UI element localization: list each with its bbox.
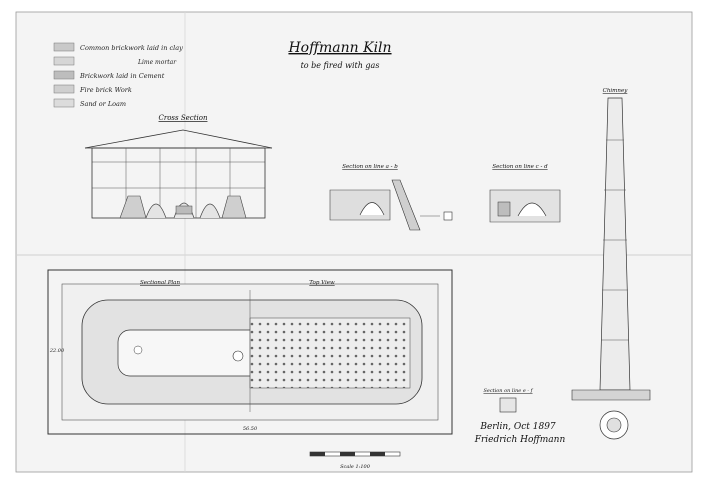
legend-swatch: [53, 42, 75, 52]
kiln-arch-left: [145, 203, 167, 219]
legend-label: Lime mortar: [137, 59, 177, 66]
legend-label: Fire brick Work: [79, 86, 132, 94]
flue-opening: [232, 350, 244, 362]
legend-label: Common brickwork laid in clay: [80, 44, 183, 52]
roof-outline: [84, 129, 273, 149]
legend-item: Fire brick Work: [53, 84, 132, 94]
small-section-view: Section on line e - f: [483, 388, 534, 413]
drawing-title: Hoffmann Kiln: [287, 40, 391, 56]
flue-opening: [133, 345, 143, 355]
legend-label: Brickwork laid in Cement: [79, 72, 165, 80]
legend-item: Common brickwork laid in clay: [53, 42, 183, 52]
legend-item: Sand or Loam: [53, 98, 126, 108]
flue: [175, 205, 193, 215]
sectional-plan-label: Sectional Plan: [140, 280, 180, 286]
drawing-subtitle: to be fired with gas: [301, 61, 380, 70]
scale-label: Scale 1:100: [340, 464, 371, 470]
plan-width-dimension: 56.50: [243, 426, 258, 432]
legend-swatch: [53, 70, 75, 80]
section-cd-arch: [517, 202, 547, 217]
small-section-label: Section on line e - f: [483, 388, 533, 394]
plan-view: Sectional Plan Top View 56.50 22.00: [47, 269, 453, 435]
chimney-base: [571, 389, 651, 401]
scale-bar-segment: [310, 452, 325, 456]
cross-section-view: Cross Section: [84, 114, 273, 219]
plan-height-dimension: 22.00: [49, 348, 65, 354]
legend: Common brickwork laid in clay Lime morta…: [53, 42, 183, 108]
section-ab-ramp: [391, 179, 421, 231]
section-ab-view: Section on line a - b: [329, 164, 453, 231]
section-ab-body: [329, 189, 391, 221]
chimney-view: Chimney: [571, 88, 651, 440]
top-view-label: Top View: [309, 280, 335, 286]
small-section-shape: [499, 397, 517, 413]
legend-swatch: [53, 56, 75, 66]
section-ab-detail: [443, 211, 453, 221]
kiln-wall-right: [221, 195, 247, 219]
kiln-wall-left: [119, 195, 147, 219]
plan-outer-border: [47, 269, 453, 435]
top-view-grid: [249, 317, 411, 389]
scale-bar-segment: [370, 452, 385, 456]
signature-date: Berlin, Oct 1897: [479, 422, 556, 432]
legend-item: Brickwork laid in Cement: [53, 70, 165, 80]
section-cd-view: Section on line c - d: [489, 164, 561, 223]
signature-name: Friedrich Hoffmann: [474, 435, 566, 445]
legend-label: Sand or Loam: [80, 100, 126, 108]
cross-section-label: Cross Section: [159, 114, 208, 122]
section-ab-label: Section on line a - b: [342, 164, 398, 170]
chimney-plan-inner: [606, 417, 622, 433]
legend-item: Lime mortar: [53, 56, 177, 66]
scale-bar-segment: [340, 452, 355, 456]
kiln-arch-right: [199, 203, 221, 219]
chimney-label: Chimney: [603, 88, 629, 94]
section-cd-flue: [497, 201, 511, 217]
scale-bar: Scale 1:100: [309, 451, 401, 470]
legend-swatch: [53, 84, 75, 94]
section-ab-arch: [359, 202, 385, 216]
section-cd-label: Section on line c - d: [492, 164, 548, 170]
legend-swatch: [53, 98, 75, 108]
